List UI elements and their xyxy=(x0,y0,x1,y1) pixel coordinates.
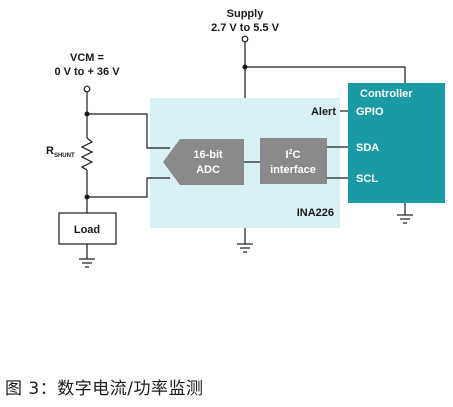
supply-label: Supply xyxy=(227,8,265,20)
supply-wire-to-controller xyxy=(245,66,406,83)
i2c-label-prefix: I xyxy=(286,149,289,161)
alert-label: Alert xyxy=(311,106,336,118)
i2c-label-line1: I2C xyxy=(286,149,301,161)
controller-pin-sda: SDA xyxy=(356,142,379,154)
i2c-label-line2: interface xyxy=(270,164,316,176)
controller-pin-gpio: GPIO xyxy=(356,106,384,118)
i2c-label-suffix: C xyxy=(293,149,301,161)
sense-wire-plus xyxy=(87,113,170,149)
sense-wire-minus xyxy=(87,177,170,198)
ina-ground-icon xyxy=(237,228,253,253)
adc-label-line2: ADC xyxy=(196,164,220,176)
load-label: Load xyxy=(74,224,100,236)
vcm-range-label: 0 V to + 36 V xyxy=(54,66,120,78)
supply-range-label: 2.7 V to 5.5 V xyxy=(211,22,280,34)
shunt-label-sub: SHUNT xyxy=(54,153,75,159)
supply-terminal xyxy=(241,35,249,43)
controller-title: Controller xyxy=(360,88,413,100)
controller-block xyxy=(348,83,445,203)
shunt-label: RSHUNT xyxy=(46,145,75,159)
adc-label-line1: 16-bit xyxy=(193,149,223,161)
vcm-terminal xyxy=(83,85,91,93)
shunt-resistor xyxy=(80,137,94,171)
i2c-interface-block xyxy=(260,138,327,184)
vcm-label: VCM = xyxy=(70,52,104,64)
shunt-label-main: R xyxy=(46,145,54,157)
i2c-label-sup: 2 xyxy=(289,149,293,156)
adc-block xyxy=(163,139,244,185)
figure-caption: 图 3：数字电流/功率监测 xyxy=(5,379,204,399)
controller-ground-icon xyxy=(397,203,413,224)
controller-pin-scl: SCL xyxy=(356,173,378,185)
ina226-label: INA226 xyxy=(297,207,334,219)
load-ground-icon xyxy=(79,258,95,268)
